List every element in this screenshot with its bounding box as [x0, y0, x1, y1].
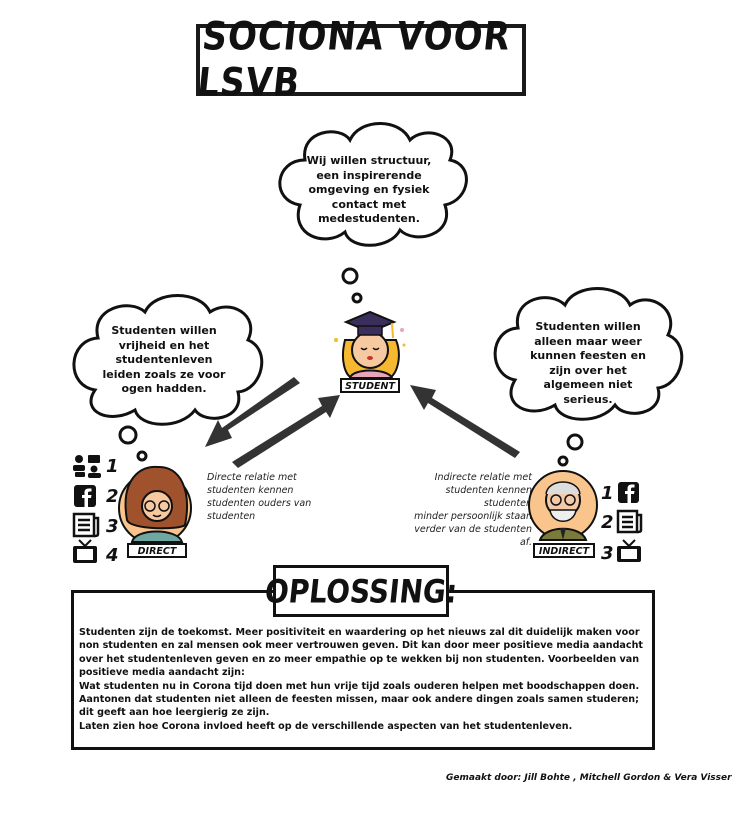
- cloud-line: alleen maar weer: [534, 334, 642, 348]
- solution-paragraph: Studenten zijn de toekomst. Meer positiv…: [79, 627, 644, 679]
- cloud-line: Wij willen structuur,: [306, 154, 432, 167]
- direct-rank-number: 1: [106, 456, 119, 477]
- solution-text: Studenten zijn de toekomst. Meer positiv…: [79, 626, 649, 733]
- direct-rank-number: 2: [106, 486, 119, 507]
- indirect-rank-number: 3: [601, 543, 614, 564]
- solution-paragraph: Wat studenten nu in Corona tijd doen met…: [79, 680, 640, 692]
- direct-rank-number: 4: [106, 545, 119, 566]
- solution-title: OPLOSSING:: [262, 572, 460, 610]
- indirect-rank-number: 2: [601, 512, 614, 533]
- cloud-line: contact met: [331, 197, 407, 211]
- tv-icon: [617, 539, 641, 562]
- cloud-line: Studenten willen: [111, 324, 217, 337]
- cloud-line: serieus.: [563, 392, 613, 406]
- facebook-icon: [74, 485, 96, 507]
- credits: Gemaakt door: Jill Bohte , Mitchell Gord…: [446, 773, 732, 783]
- cloud-line: studentenleven: [115, 353, 213, 366]
- cloud-line: ogen hadden.: [121, 382, 207, 395]
- indirect-relation-text: Indirecte relatie met studenten kennen s…: [402, 471, 532, 549]
- social-media-icon: [73, 455, 101, 478]
- tv-icon: [73, 539, 97, 563]
- direct-label: DIRECT: [127, 543, 187, 558]
- direct-relation-text: Directe relatie met studenten kennen stu…: [207, 471, 317, 523]
- relation-line: studenten kennen studenten: [445, 485, 532, 509]
- cloud-line: een inspirerende: [316, 168, 422, 182]
- title-box: SOCIONA VOOR LSVB: [195, 14, 526, 106]
- solution-paragraph: Aantonen dat studenten niet alleen de fe…: [79, 694, 639, 719]
- cloud-line: zijn over het: [549, 363, 627, 377]
- newspaper-icon: [72, 512, 100, 538]
- arrow-to-student-right: [410, 385, 520, 458]
- facebook-icon: [618, 482, 639, 503]
- top-cloud-text: Wij willen structuur, een inspirerende o…: [305, 154, 433, 227]
- relation-line: studenten: [207, 511, 256, 522]
- cloud-line: medestudenten.: [318, 212, 420, 225]
- direct-rank-number: 3: [106, 516, 119, 537]
- cloud-line: leiden zoals ze voor: [102, 367, 226, 381]
- left-cloud-text: Studenten willen vrijheid en het student…: [95, 324, 233, 397]
- arrow-to-student-left: [232, 395, 340, 468]
- cloud-line: kunnen feesten en: [530, 349, 646, 362]
- cloud-line: Studenten willen: [535, 320, 641, 333]
- cloud-line: omgeving en fysiek: [308, 183, 430, 196]
- right-cloud-text: Studenten willen alleen maar weer kunnen…: [522, 320, 654, 407]
- relation-line: Indirecte relatie met: [434, 472, 532, 483]
- solution-title-box: OPLOSSING:: [263, 565, 459, 617]
- relation-line: verder van de studenten af.: [414, 524, 532, 548]
- relation-line: Directe relatie met: [207, 472, 297, 483]
- student-label: STUDENT: [340, 378, 400, 393]
- cloud-line: algemeen niet: [543, 378, 633, 391]
- indirect-rank-number: 1: [601, 483, 614, 504]
- relation-line: studenten ouders van: [207, 498, 312, 509]
- newspaper-icon: [616, 509, 643, 534]
- cloud-line: vrijheid en het: [118, 338, 210, 352]
- arrow-to-direct: [205, 377, 300, 447]
- indirect-label: INDIRECT: [533, 543, 595, 558]
- relation-line: studenten kennen: [207, 485, 294, 496]
- relation-line: minder persoonlijk staan: [414, 511, 532, 522]
- solution-paragraph: Laten zien hoe Corona invloed heeft op d…: [79, 720, 573, 732]
